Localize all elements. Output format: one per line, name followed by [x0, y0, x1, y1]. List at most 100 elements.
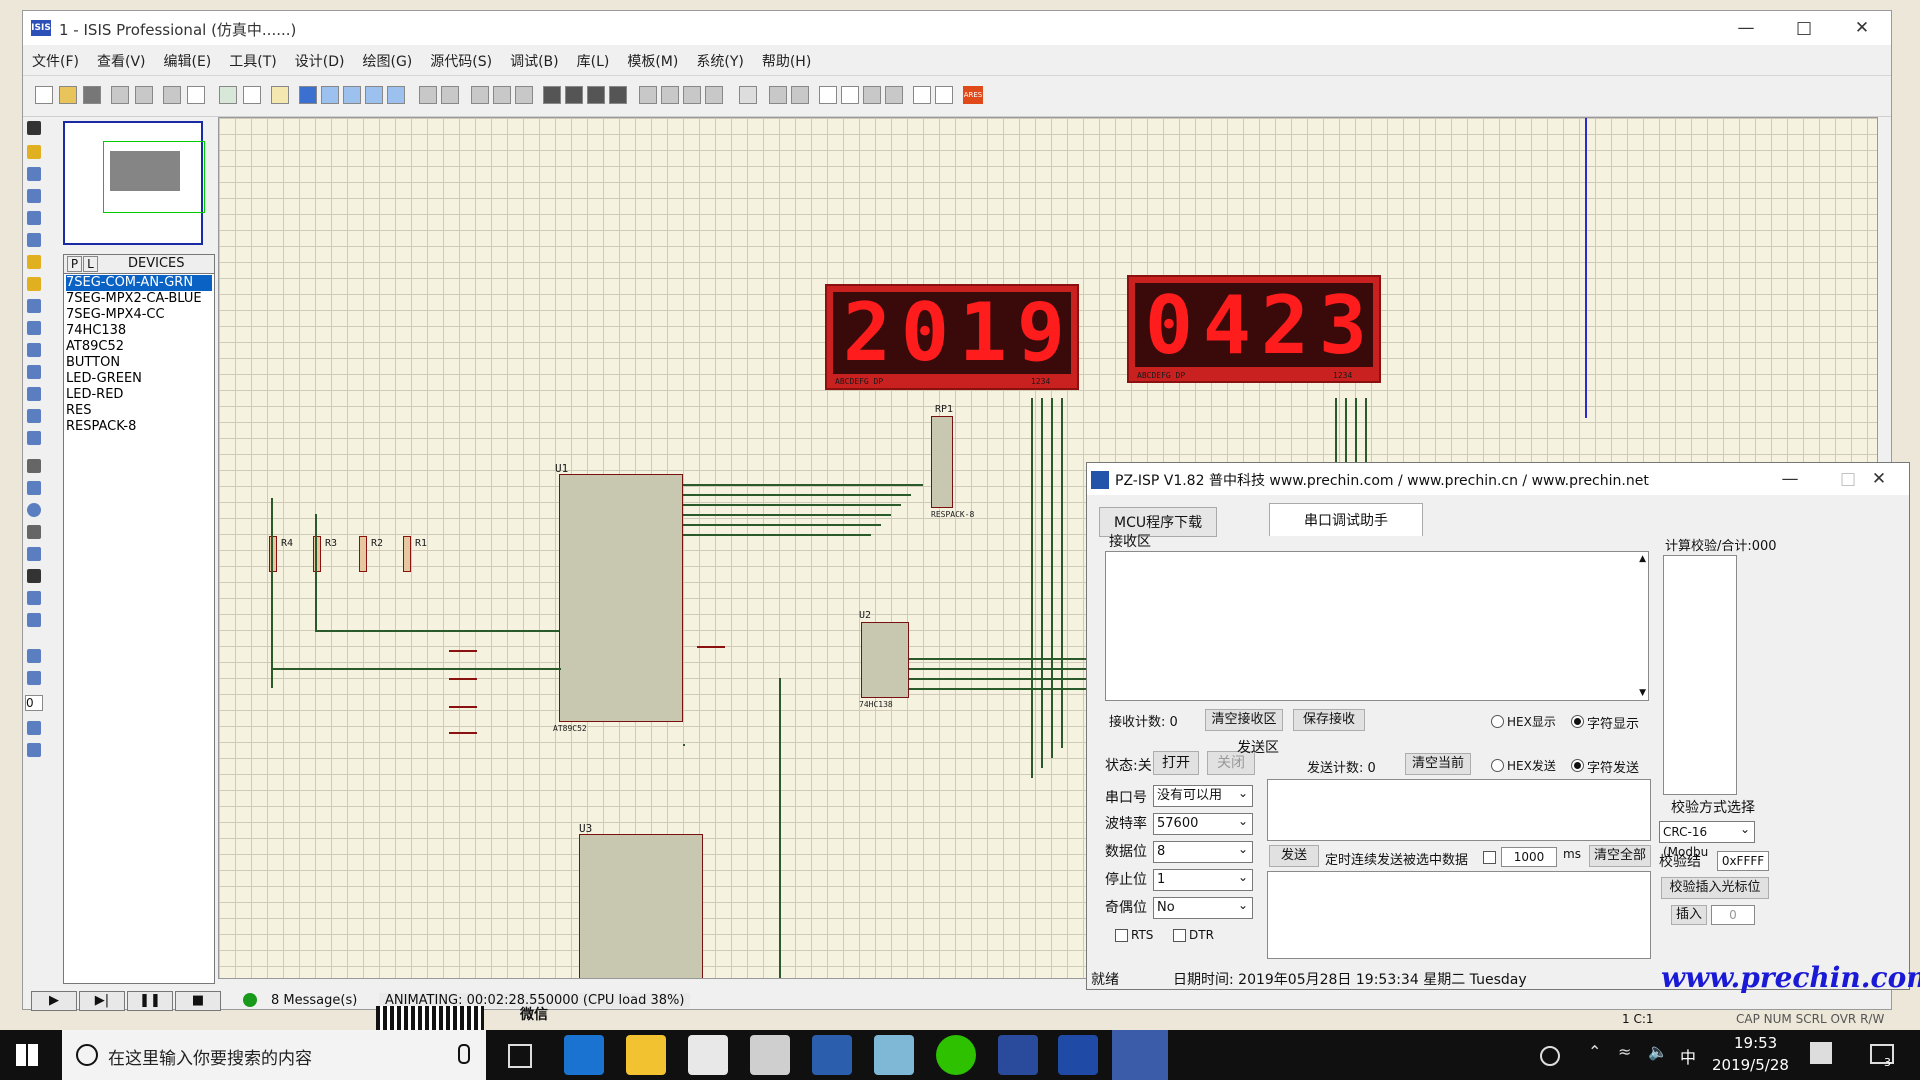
open-file-icon[interactable] [59, 86, 77, 104]
stopbits-select[interactable]: 1 [1153, 867, 1253, 891]
tray-chevron-icon[interactable]: ⌃ [1588, 1042, 1602, 1061]
baud-select[interactable]: 57600 [1153, 811, 1253, 835]
hex-display-radio[interactable] [1491, 715, 1504, 728]
notification-app-icon[interactable] [1810, 1042, 1832, 1064]
windows-start-icon[interactable] [16, 1044, 38, 1066]
device-item[interactable]: AT89C52 [66, 339, 124, 354]
wifi-icon[interactable]: ≈ [1618, 1042, 1632, 1061]
rts-checkbox[interactable] [1115, 929, 1128, 942]
menu-library[interactable]: 库(L) [576, 54, 610, 70]
push-button[interactable] [697, 646, 725, 658]
rotate-ccw-icon[interactable] [27, 671, 41, 685]
device-item[interactable]: RESPACK-8 [66, 419, 137, 434]
refresh-icon[interactable] [219, 86, 237, 104]
recv-scroll-down-icon[interactable]: ▼ [1639, 688, 1646, 698]
menu-debug[interactable]: 调试(B) [510, 54, 559, 70]
isp-minimize-button[interactable]: — [1781, 469, 1799, 489]
checksum-area[interactable] [1663, 555, 1737, 795]
messages-count[interactable]: 8 Message(s) [271, 993, 358, 1008]
menu-file[interactable]: 文件(F) [32, 54, 79, 70]
stop-button[interactable]: ■ [175, 991, 221, 1011]
symbol-icon[interactable] [27, 591, 41, 605]
device-item[interactable]: RES [66, 403, 92, 418]
insert-cursor-button[interactable]: 校验插入光标位 [1661, 877, 1769, 899]
line-icon[interactable] [27, 459, 41, 473]
push-button[interactable] [449, 678, 477, 690]
mirror-horizontal-icon[interactable] [27, 721, 41, 735]
component-mode-icon[interactable] [27, 145, 41, 159]
block-copy-icon[interactable] [543, 86, 561, 104]
word-icon[interactable] [812, 1035, 852, 1075]
make-device-icon[interactable] [661, 86, 679, 104]
step-button[interactable]: ▶| [79, 991, 125, 1011]
recv-textarea[interactable]: ▲ ▼ [1105, 551, 1649, 701]
play-button[interactable]: ▶ [31, 991, 77, 1011]
wechat-icon[interactable] [936, 1035, 976, 1075]
voltage-probe-icon[interactable] [27, 387, 41, 401]
edge-icon[interactable] [564, 1035, 604, 1075]
rotate-cw-icon[interactable] [27, 649, 41, 663]
bus-icon[interactable] [27, 233, 41, 247]
device-item[interactable]: 7SEG-MPX4-CC [66, 307, 165, 322]
open-port-button[interactable]: 打开 [1153, 751, 1199, 775]
redo-icon[interactable] [441, 86, 459, 104]
zoom-area-icon[interactable] [387, 86, 405, 104]
exit-parent-icon[interactable] [863, 86, 881, 104]
mail-icon[interactable] [750, 1035, 790, 1075]
save-icon[interactable] [83, 86, 101, 104]
current-probe-icon[interactable] [27, 409, 41, 423]
mirror-vertical-icon[interactable] [27, 743, 41, 757]
notepad-icon[interactable] [874, 1035, 914, 1075]
menu-source[interactable]: 源代码(S) [430, 54, 493, 70]
task-view-icon[interactable] [508, 1044, 532, 1068]
check-mode-select[interactable]: CRC-16 (Modbu [1659, 819, 1755, 859]
generator-icon[interactable] [27, 365, 41, 379]
menu-design[interactable]: 设计(D) [294, 54, 345, 70]
bom-icon[interactable] [913, 86, 931, 104]
decompose-icon[interactable] [705, 86, 723, 104]
volume-icon[interactable]: 🔈 [1648, 1042, 1668, 1061]
recv-scroll-up-icon[interactable]: ▲ [1639, 554, 1646, 564]
parity-select[interactable]: No [1153, 895, 1253, 919]
people-icon[interactable] [1540, 1046, 1560, 1066]
device-item[interactable]: LED-RED [66, 387, 124, 402]
import-icon[interactable] [111, 86, 129, 104]
insert-value[interactable]: 0 [1711, 905, 1755, 925]
virtual-instrument-icon[interactable] [27, 431, 41, 445]
push-button[interactable] [449, 650, 477, 662]
remove-sheet-icon[interactable] [841, 86, 859, 104]
box-icon[interactable] [27, 481, 41, 495]
new-sheet-icon[interactable] [819, 86, 837, 104]
menu-template[interactable]: 模板(M) [627, 54, 679, 70]
isp-close-button[interactable]: ✕ [1871, 469, 1887, 489]
clear-all-button[interactable]: 清空全部 [1589, 845, 1651, 867]
block-delete-icon[interactable] [609, 86, 627, 104]
pause-button[interactable]: ❚❚ [127, 991, 173, 1011]
taskbar-search[interactable]: 在这里输入你要搜索的内容 [62, 1030, 486, 1080]
file-explorer-icon[interactable] [626, 1035, 666, 1075]
isp-maximize-button[interactable]: □ [1839, 469, 1857, 489]
subcircuit-icon[interactable] [27, 255, 41, 269]
arc-icon[interactable] [27, 525, 41, 539]
clock-time[interactable]: 19:53 [1734, 1034, 1778, 1052]
device-item[interactable]: 7SEG-COM-AN-GRN [66, 275, 212, 291]
close-button[interactable]: ✕ [1854, 18, 1870, 38]
maximize-button[interactable]: □ [1795, 18, 1813, 38]
cut-icon[interactable] [471, 86, 489, 104]
send-button[interactable]: 发送 [1269, 845, 1319, 867]
menu-help[interactable]: 帮助(H) [761, 54, 812, 70]
graph-icon[interactable] [27, 321, 41, 335]
send-textarea[interactable] [1267, 779, 1651, 841]
clear-recv-button[interactable]: 清空接收区 [1205, 709, 1283, 731]
overview-window[interactable] [63, 121, 205, 245]
circle-icon[interactable] [27, 503, 41, 517]
char-display-radio[interactable] [1571, 715, 1584, 728]
pick-device-icon[interactable] [639, 86, 657, 104]
tape-recorder-icon[interactable] [27, 343, 41, 357]
wire-label-icon[interactable] [27, 189, 41, 203]
selection-mode-icon[interactable] [27, 121, 41, 135]
interval-input[interactable]: 1000 [1501, 847, 1557, 867]
junction-icon[interactable] [27, 167, 41, 181]
pz-isp-taskbar-icon[interactable] [1112, 1030, 1168, 1080]
microphone-icon[interactable] [458, 1044, 470, 1064]
